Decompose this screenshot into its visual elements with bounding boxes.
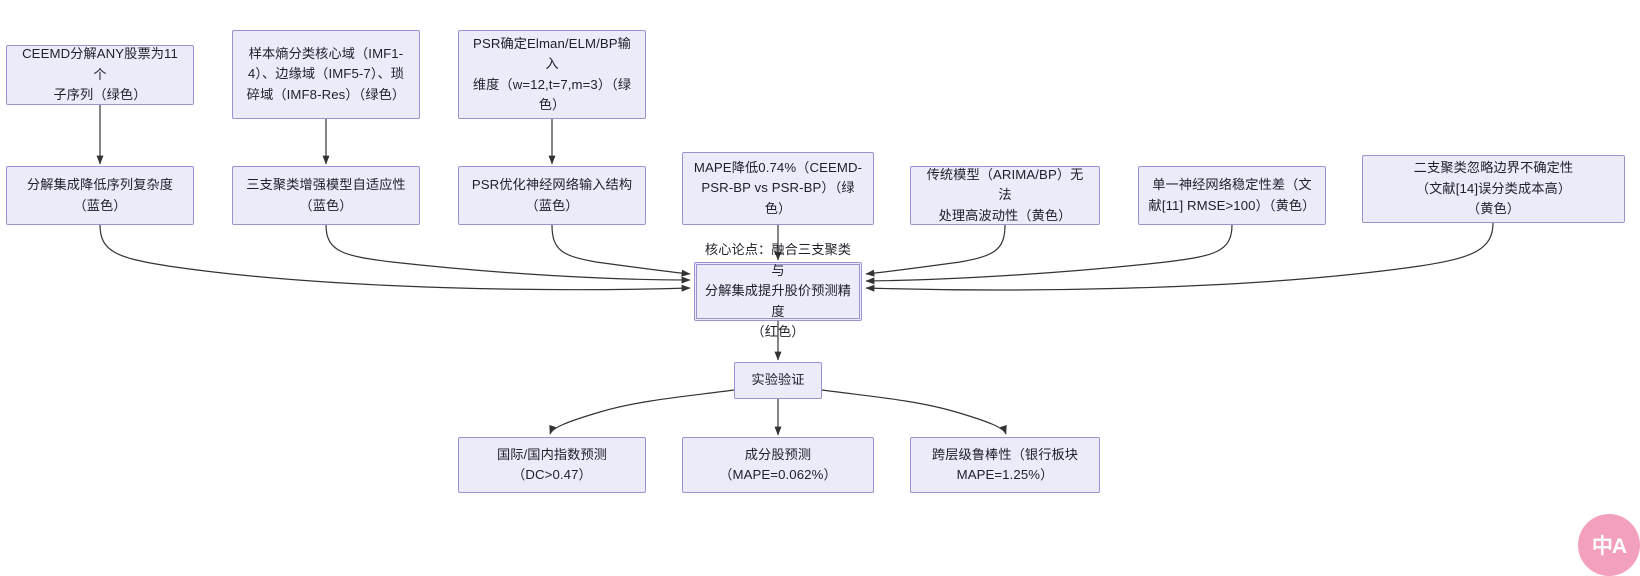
node-label: 分解集成降低序列复杂度 （蓝色）	[26, 177, 174, 213]
node-label: 国际/国内指数预测 （DC>0.47）	[496, 446, 608, 482]
node-label: 三支聚类增强模型自适应性 （蓝色）	[246, 177, 406, 213]
node-label: PSR确定Elman/ELM/BP输入 维度（w=12,t=7,m=3）（绿 色…	[472, 35, 632, 112]
node-label: 实验验证	[751, 372, 805, 388]
edge-n4-core	[99, 224, 691, 292]
node-single-network-instability[interactable]: 单一神经网络稳定性差（文 献[11] RMSE>100）（黄色）	[1138, 166, 1326, 225]
node-label: 传统模型（ARIMA/BP）无法 处理高波动性（黄色）	[926, 166, 1084, 223]
node-label: 二支聚类忽略边界不确定性 （文献[14]误分类成本高） （黄色）	[1413, 160, 1574, 217]
node-label: MAPE降低0.74%（CEEMD- PSR-BP vs PSR-BP）（绿 色…	[693, 159, 863, 216]
node-core-thesis[interactable]: 核心论点：融合三支聚类与 分解集成提升股价预测精度 （红色）	[694, 242, 862, 339]
watermark-badge: 中A	[1578, 514, 1640, 576]
node-sample-entropy-classification[interactable]: 样本熵分类核心域（IMF1- 4）、边缘域（IMF5-7）、琐 碎域（IMF8-…	[232, 30, 420, 119]
node-label: 样本熵分类核心域（IMF1- 4）、边缘域（IMF5-7）、琐 碎域（IMF8-…	[246, 45, 406, 102]
node-three-way-clustering-adaptivity[interactable]: 三支聚类增强模型自适应性 （蓝色）	[232, 166, 420, 225]
node-decomposition-reduces-complexity[interactable]: 分解集成降低序列复杂度 （蓝色）	[6, 166, 194, 225]
node-index-forecasting-result[interactable]: 国际/国内指数预测 （DC>0.47）	[458, 437, 646, 493]
node-constituent-stock-result[interactable]: 成分股预测 （MAPE=0.062%）	[682, 437, 874, 493]
node-label: 成分股预测 （MAPE=0.062%）	[719, 446, 837, 482]
node-traditional-models-limitation[interactable]: 传统模型（ARIMA/BP）无法 处理高波动性（黄色）	[910, 166, 1100, 225]
edge-n8-core	[865, 224, 1006, 277]
edge-n6-core	[551, 224, 691, 277]
node-label: CEEMD分解ANY股票为11个 子序列（绿色）	[22, 46, 178, 103]
node-label: PSR优化神经网络输入结构 （蓝色）	[471, 177, 633, 213]
edge-n11-n12	[549, 389, 735, 435]
edge-n5-core	[325, 224, 691, 284]
node-label: 单一神经网络稳定性差（文 献[11] RMSE>100）（黄色）	[1148, 177, 1316, 213]
node-psr-optimizes-network-input[interactable]: PSR优化神经网络输入结构 （蓝色）	[458, 166, 646, 225]
node-experimental-validation[interactable]: 实验验证	[734, 362, 822, 399]
edge-n9-core	[865, 224, 1233, 285]
node-two-way-clustering-limitation[interactable]: 二支聚类忽略边界不确定性 （文献[14]误分类成本高） （黄色）	[1362, 155, 1625, 223]
node-psr-input-dimension[interactable]: PSR确定Elman/ELM/BP输入 维度（w=12,t=7,m=3）（绿 色…	[458, 30, 646, 119]
node-label: 核心论点：融合三支聚类与 分解集成提升股价预测精度 （红色）	[704, 242, 852, 340]
edge-n11-n14	[821, 389, 1007, 435]
edge-n10-core	[865, 222, 1494, 292]
node-label: 跨层级鲁棒性（银行板块 MAPE=1.25%）	[931, 446, 1079, 482]
node-cross-level-robustness-result[interactable]: 跨层级鲁棒性（银行板块 MAPE=1.25%）	[910, 437, 1100, 493]
node-mape-reduction[interactable]: MAPE降低0.74%（CEEMD- PSR-BP vs PSR-BP）（绿 色…	[682, 152, 874, 225]
watermark-text: 中A	[1591, 535, 1627, 558]
node-ceemd-decomposition[interactable]: CEEMD分解ANY股票为11个 子序列（绿色）	[6, 45, 194, 105]
